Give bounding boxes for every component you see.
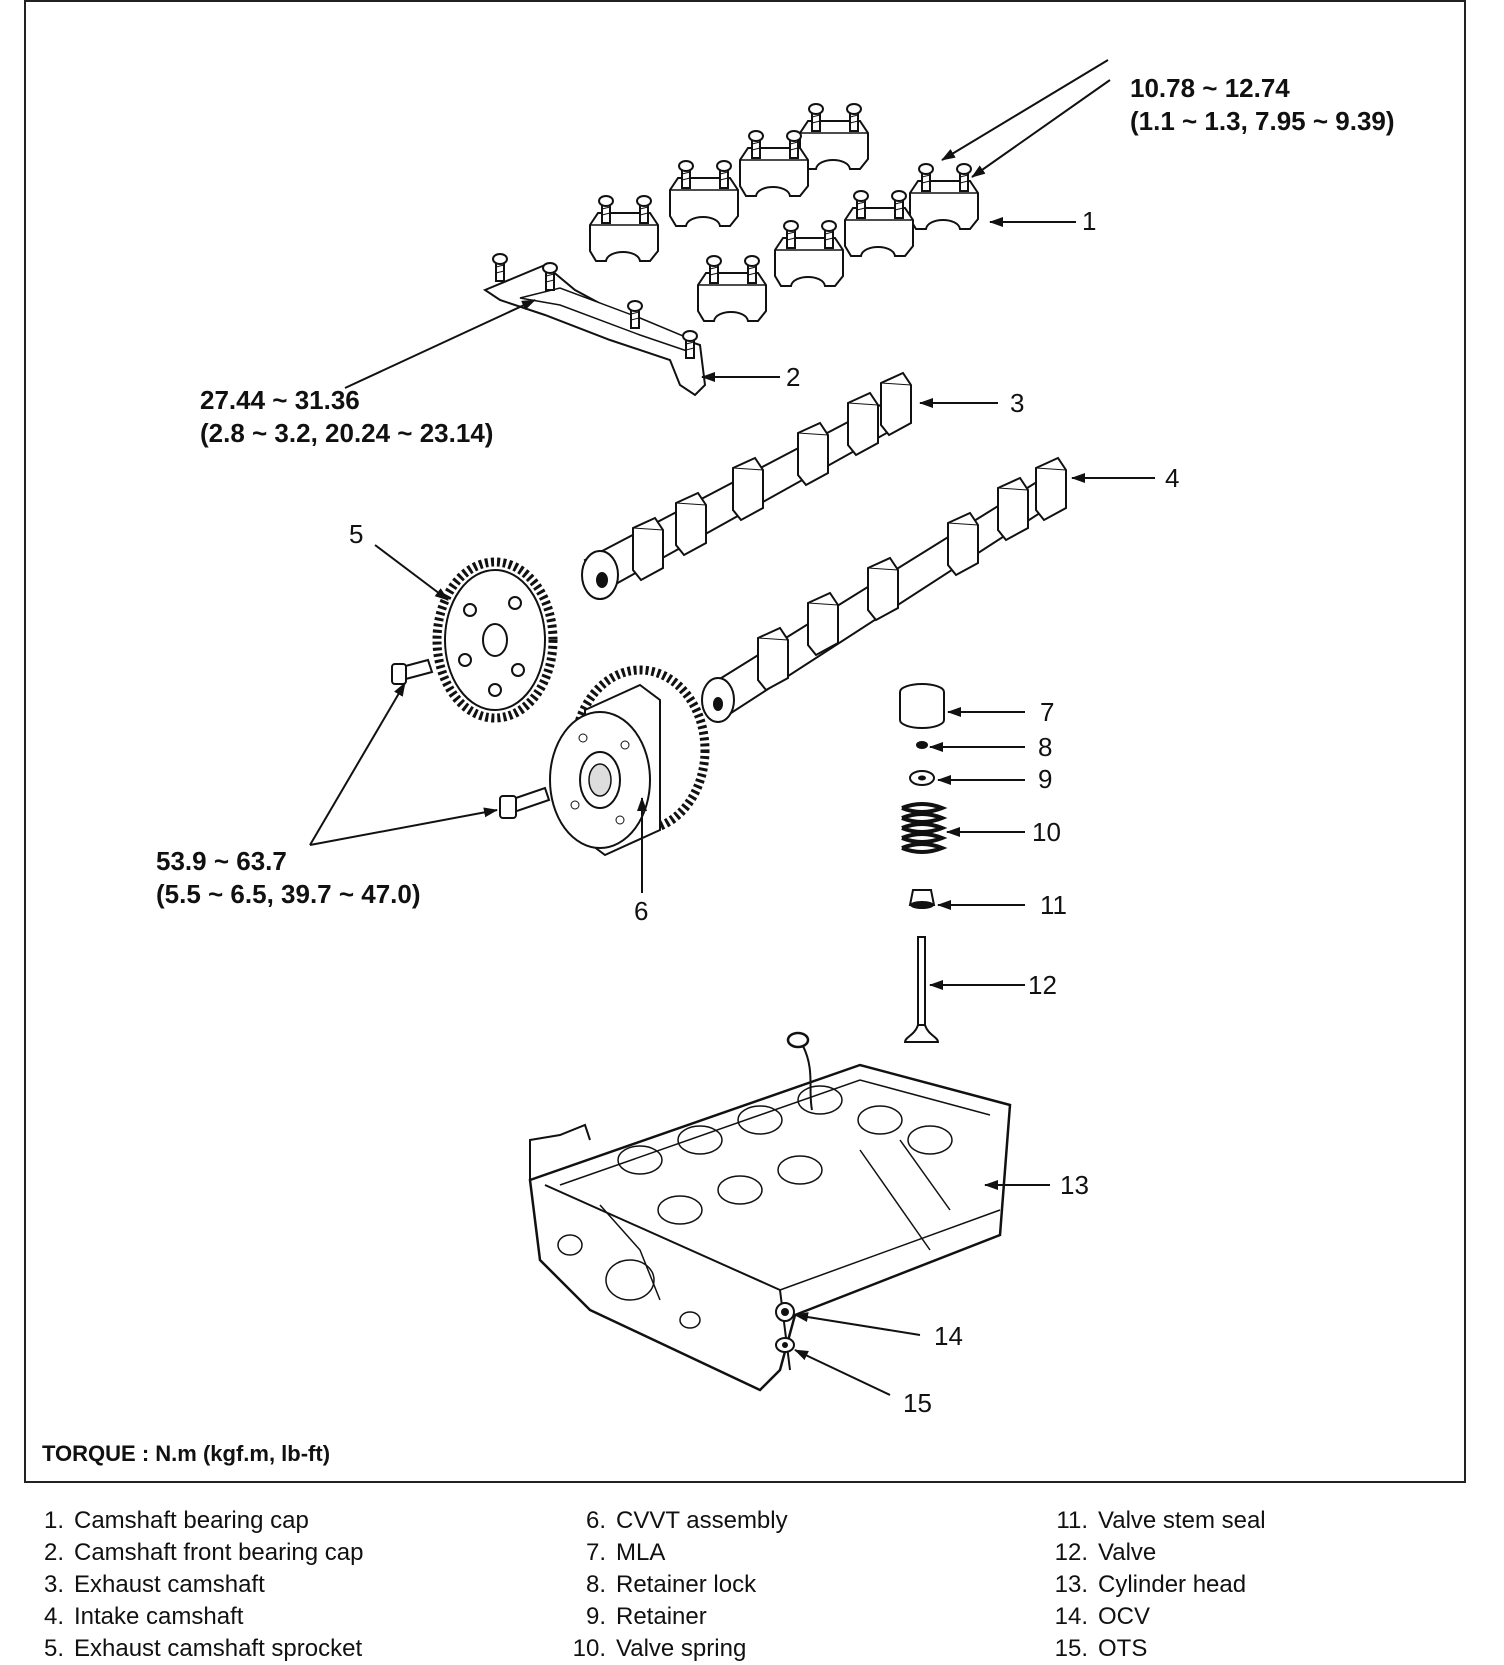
part-number-12: 12: [1028, 970, 1057, 1000]
bolt-icon: [499, 786, 551, 819]
part-number-7: 7: [1040, 697, 1055, 727]
legend-item: 15.OTS: [1054, 1635, 1148, 1662]
part-number-6: 6: [634, 896, 649, 926]
retainer-lock-icon: [916, 741, 928, 749]
part-number-4: 4: [1165, 463, 1180, 493]
part-number-13: 13: [1060, 1170, 1089, 1200]
front-cap-torque-value: 27.44 ~ 31.36: [200, 385, 360, 415]
legend-item: 9.Retainer: [585, 1603, 707, 1630]
legend-item: 4.Intake camshaft: [43, 1603, 244, 1630]
valve-stem-seal-icon: [908, 889, 936, 909]
front-bearing-cap-icon: [482, 253, 707, 397]
ots-icon: [775, 1337, 795, 1353]
camshaft-icon: [581, 372, 912, 600]
legend-item: 14.OCV: [1054, 1603, 1151, 1630]
bearing-cap-icon: [590, 104, 978, 321]
part-number-3: 3: [1010, 388, 1025, 418]
legend-column-1: 1.Camshaft bearing cap 2.Camshaft front …: [30, 1505, 364, 1665]
diagram-frame: [24, 0, 1466, 1483]
part-number-14: 14: [934, 1321, 963, 1351]
sprocket-icon: [432, 557, 558, 723]
valve-icon: [903, 936, 940, 1043]
cap-torque-callout: 10.78 ~ 12.74 (1.1 ~ 1.3, 7.95 ~ 9.39): [1130, 72, 1395, 138]
cap-torque-value: 10.78 ~ 12.74: [1130, 73, 1290, 103]
retainer-icon: [909, 770, 935, 786]
legend-item: 11.Valve stem seal: [1056, 1507, 1266, 1534]
ocv-icon: [775, 1302, 795, 1322]
part-number-5: 5: [349, 519, 364, 549]
part-number-8: 8: [1038, 732, 1053, 762]
legend-item: 13.Cylinder head: [1054, 1571, 1247, 1598]
front-cap-torque-alt: (2.8 ~ 3.2, 20.24 ~ 23.14): [200, 418, 494, 448]
camshaft-icon: [701, 457, 1067, 723]
part-number-15: 15: [903, 1388, 932, 1418]
legend-item: 10.Valve spring: [572, 1635, 747, 1662]
legend-column-3: 11.Valve stem seal 12.Valve 13.Cylinder …: [1048, 1505, 1266, 1665]
part-number-2: 2: [786, 362, 801, 392]
legend-item: 12.Valve: [1054, 1539, 1157, 1566]
bolt-icon: [391, 658, 434, 685]
cap-torque-alt: (1.1 ~ 1.3, 7.95 ~ 9.39): [1130, 106, 1395, 136]
sprocket-torque-alt: (5.5 ~ 6.5, 39.7 ~ 47.0): [156, 879, 421, 909]
part-number-11: 11: [1040, 890, 1067, 920]
part-number-10: 10: [1032, 817, 1061, 847]
legend-item: 1.Camshaft bearing cap: [43, 1507, 309, 1534]
legend-item: 8.Retainer lock: [585, 1571, 757, 1598]
sprocket-torque-callout: 53.9 ~ 63.7 (5.5 ~ 6.5, 39.7 ~ 47.0): [156, 845, 421, 911]
legend-column-2: 6.CVVT assembly 7.MLA 8.Retainer lock 9.…: [566, 1505, 788, 1665]
sprocket-torque-value: 53.9 ~ 63.7: [156, 846, 287, 876]
cvvt-icon: [549, 665, 710, 857]
legend-item: 5.Exhaust camshaft sprocket: [43, 1635, 363, 1662]
legend-item: 2.Camshaft front bearing cap: [43, 1539, 364, 1566]
front-cap-torque-callout: 27.44 ~ 31.36 (2.8 ~ 3.2, 20.24 ~ 23.14): [200, 384, 493, 450]
legend-item: 7.MLA: [585, 1539, 666, 1566]
lifter-icon: [899, 683, 945, 729]
part-number-9: 9: [1038, 764, 1053, 794]
part-number-1: 1: [1082, 206, 1097, 236]
leader-lines: [309, 59, 1155, 1396]
legend-item: 3.Exhaust camshaft: [43, 1571, 265, 1598]
torque-unit-label: TORQUE : N.m (kgf.m, lb-ft): [42, 1441, 331, 1466]
spring-icon: [901, 802, 948, 854]
legend-item: 6.CVVT assembly: [585, 1507, 788, 1534]
